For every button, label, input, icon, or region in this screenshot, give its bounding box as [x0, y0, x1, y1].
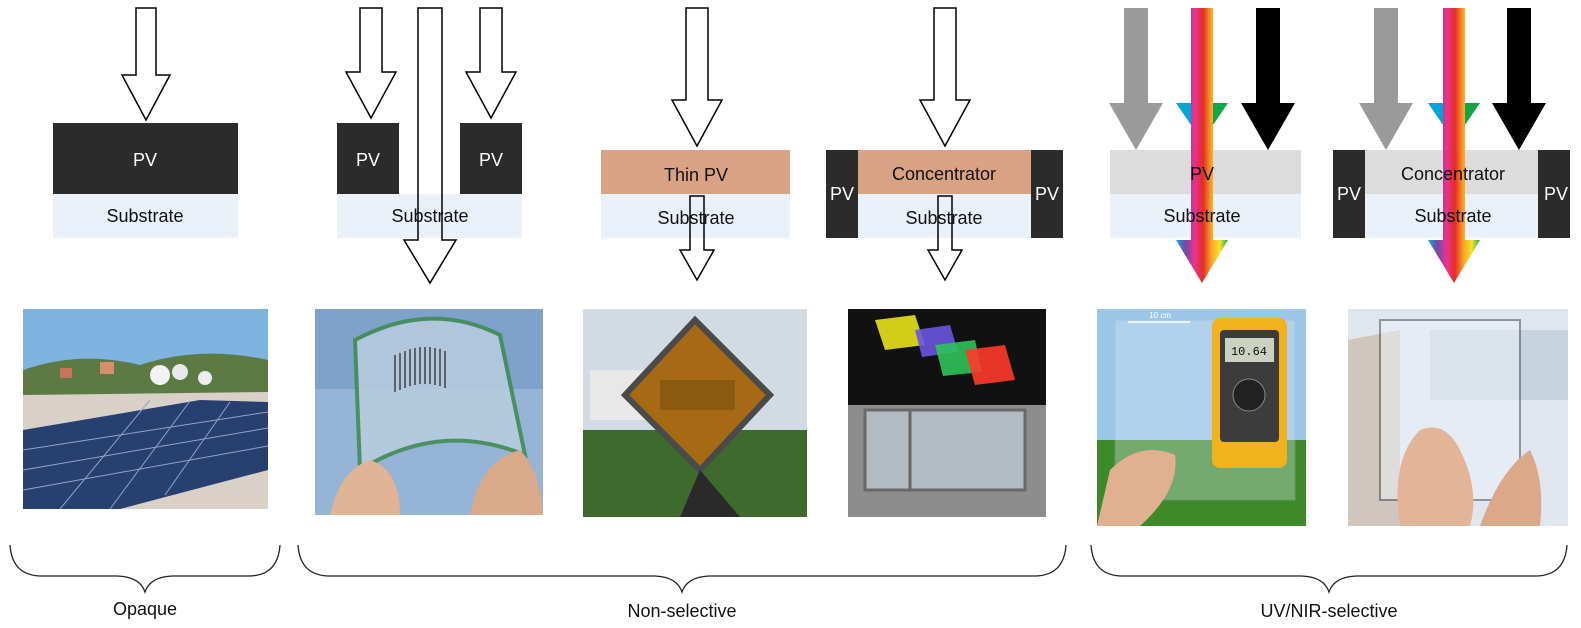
concentrator-diagram: PV PV Concentrator Substrate: [826, 7, 1063, 282]
pv-label-right: PV: [1544, 184, 1568, 204]
concentrator-label: Concentrator: [892, 164, 996, 184]
thin-pv-label: Thin PV: [664, 165, 728, 185]
photo-transparent-module-multimeter: 10 cm 10.64: [1097, 309, 1306, 526]
incident-light-arrow: [120, 7, 172, 122]
pv-segment-right: [460, 123, 522, 194]
pv-label-left: PV: [1337, 184, 1361, 204]
transmitted-light-arrow: [402, 7, 458, 285]
substrate-label: Substrate: [1414, 206, 1491, 226]
pv-edge-right: [1031, 150, 1063, 238]
pv-segment-left: [337, 123, 399, 194]
uv-light-arrow: [1359, 8, 1413, 150]
incident-light-arrow: [670, 7, 724, 148]
thin-pv-diagram: Thin PV Substrate: [601, 7, 790, 282]
substrate-label: Substrate: [106, 206, 183, 226]
visible-light-arrow-tip-left: [1428, 103, 1443, 125]
photo-clear-concentrator: [1348, 309, 1568, 526]
concentrator-label: Concentrator: [1401, 164, 1505, 184]
pv-label: PV: [133, 150, 157, 170]
transmitted-light-arrow: [678, 195, 716, 282]
patterned-pv-diagram: PV PV Substrate: [337, 7, 522, 285]
multimeter-reading: 10.64: [1231, 345, 1267, 359]
thin-pv-layer: [601, 150, 790, 194]
pv-label-left: PV: [356, 150, 380, 170]
pv-edge-right: [1538, 150, 1570, 238]
brace-non-selective: [297, 544, 1067, 595]
scale-bar-label: 10 cm: [1149, 311, 1171, 320]
brace-uv-nir-selective: [1090, 544, 1568, 595]
substrate-label: Substrate: [905, 208, 982, 228]
concentrator-layer: [858, 150, 1031, 194]
pv-label-left: PV: [830, 184, 854, 204]
visible-light-arrow-tip-right: [1213, 103, 1228, 125]
pv-label-right: PV: [1035, 184, 1059, 204]
nir-light-arrow: [1241, 8, 1295, 150]
substrate-layer: [601, 194, 790, 238]
uv-light-arrow: [1109, 8, 1163, 150]
transmitted-light-arrow: [926, 195, 964, 282]
incident-light-arrow-left: [344, 7, 398, 120]
substrate-label: Substrate: [391, 206, 468, 226]
photo-flexible-pv-film: [315, 309, 543, 515]
visible-light-arrow-tip-left: [1176, 103, 1191, 125]
substrate-layer: [53, 194, 238, 238]
pv-edge-left: [1333, 150, 1365, 238]
substrate-layer: [337, 194, 522, 238]
group-label-uv-nir-selective: UV/NIR-selective: [1260, 601, 1397, 621]
visible-light-arrow: [1428, 8, 1480, 283]
visible-light-arrow: [1176, 8, 1228, 283]
photo-colored-concentrators: [848, 309, 1046, 517]
substrate-layer: [858, 194, 1031, 238]
pv-edge-left: [826, 150, 858, 238]
pv-label: PV: [1190, 164, 1214, 184]
group-label-opaque: Opaque: [113, 599, 177, 619]
selective-concentrator-diagram: PV PV Concentrator Substrate: [1333, 8, 1570, 283]
substrate-label: Substrate: [657, 208, 734, 228]
incident-light-arrow-right: [464, 7, 518, 120]
photo-thin-film-module: [583, 309, 807, 517]
visible-light-arrow-tip-right: [1465, 103, 1480, 125]
incident-light-arrow: [918, 7, 972, 148]
solar-panel-row: [23, 400, 268, 509]
selective-pv-diagram: PV Substrate: [1109, 8, 1301, 283]
group-label-non-selective: Non-selective: [627, 601, 736, 621]
pv-label-right: PV: [479, 150, 503, 170]
pv-layer: [53, 123, 238, 194]
photo-rooftop-solar-array: [22, 309, 269, 510]
brace-opaque: [9, 544, 281, 595]
nir-light-arrow: [1492, 8, 1546, 150]
substrate-label: Substrate: [1163, 206, 1240, 226]
opaque-pv-diagram: PV Substrate: [53, 7, 238, 238]
